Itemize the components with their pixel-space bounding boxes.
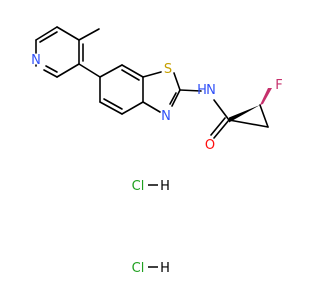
atom-o-carbonyl: O <box>205 138 215 153</box>
atom-n-pyridine: N <box>31 53 41 68</box>
atom-n-thiazole: N <box>161 109 171 124</box>
atom-h-amide: H <box>197 83 207 98</box>
atom-f: F <box>275 78 282 93</box>
bond-lines <box>35 26 269 139</box>
salt-h-label: H <box>160 179 170 194</box>
salt-hcl-2: Cl H <box>132 261 170 276</box>
atom-n-amide: N <box>206 83 216 98</box>
wedge-bond <box>229 105 260 123</box>
molecule-structure-diagram: N S N H N O F Cl H Cl H <box>31 26 283 276</box>
salt-hcl-1: Cl H <box>132 179 170 194</box>
salt-cl-label: Cl <box>132 179 145 194</box>
wedge-bond-fluoro <box>260 88 272 105</box>
salt-h-label: H <box>160 261 170 276</box>
salt-cl-label: Cl <box>132 261 145 276</box>
atom-s-thiazole: S <box>164 62 172 77</box>
